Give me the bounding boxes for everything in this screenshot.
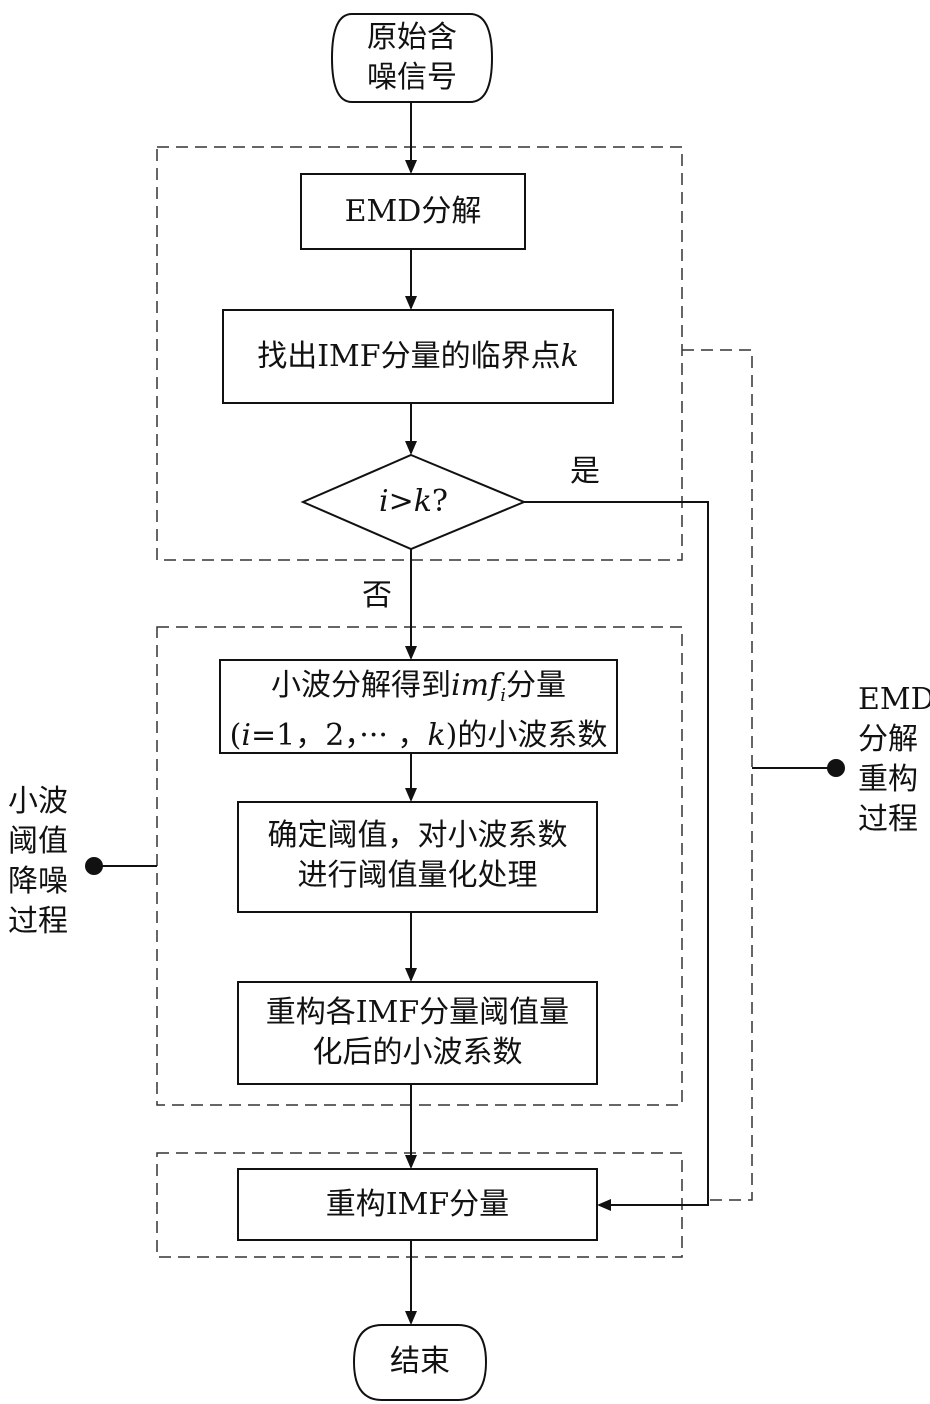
emd-decompose-box bbox=[300, 173, 526, 250]
decision-gt: > bbox=[388, 484, 414, 519]
wavelet-line2-open: ( bbox=[229, 718, 242, 753]
find-critical-box bbox=[222, 309, 614, 404]
start-label: 原始含 噪信号 bbox=[332, 18, 492, 98]
reconstruct-imf-box bbox=[237, 1168, 598, 1241]
start-label-line1: 原始含 bbox=[367, 20, 457, 55]
emd-process-line3: 重构 bbox=[858, 762, 918, 797]
threshold-label: 确定阈值，对小波系数 进行阈值量化处理 bbox=[238, 816, 597, 896]
emd-decompose-text: EMD分解 bbox=[344, 194, 482, 229]
decision-var-k: k bbox=[413, 484, 432, 519]
reconstruct-coef-label: 重构各IMF分量阈值量 化后的小波系数 bbox=[238, 993, 597, 1073]
start-label-line2: 噪信号 bbox=[367, 60, 457, 95]
wavelet-line1-sub: i bbox=[500, 685, 506, 706]
emd-process-line1: EMD bbox=[858, 682, 930, 717]
emd-process-label: EMD 分解 重构 过程 bbox=[858, 680, 930, 840]
arrow-decision-yes bbox=[524, 501, 709, 1211]
wavelet-line2-mid: =1，2，··· ， bbox=[250, 718, 428, 753]
no-text: 否 bbox=[362, 578, 392, 613]
emd-group-box bbox=[156, 146, 683, 561]
start-terminal bbox=[330, 13, 494, 103]
wavelet-process-line4: 过程 bbox=[8, 904, 68, 939]
reconstruct-imf-text: 重构IMF分量 bbox=[325, 1187, 510, 1222]
yes-label: 是 bbox=[560, 452, 610, 492]
wavelet-line1-var: imf bbox=[451, 668, 501, 703]
threshold-line1: 确定阈值，对小波系数 bbox=[267, 818, 568, 853]
wavelet-line2: (i=1，2，··· ，k)的小波系数 bbox=[220, 716, 617, 756]
wavelet-line1: 小波分解得到imfi分量 bbox=[220, 666, 617, 716]
reconstruct-imf-label: 重构IMF分量 bbox=[238, 1185, 597, 1225]
find-critical-text: 找出IMF分量的临界点 bbox=[257, 339, 561, 374]
decision-var-i: i bbox=[378, 484, 389, 519]
reconstruct-coef-line1: 重构各IMF分量阈值量 bbox=[265, 995, 570, 1030]
emd-process-line4: 过程 bbox=[858, 802, 918, 837]
end-label: 结束 bbox=[354, 1342, 486, 1382]
find-critical-label: 找出IMF分量的临界点k bbox=[223, 337, 613, 377]
emd-process-bracket bbox=[682, 349, 753, 1201]
end-terminal bbox=[352, 1324, 488, 1401]
threshold-box bbox=[237, 801, 598, 913]
wavelet-line2-close: )的小波系数 bbox=[445, 718, 608, 753]
decision-q: ? bbox=[431, 484, 449, 519]
wavelet-line2-k: k bbox=[427, 718, 446, 753]
wavelet-process-line1: 小波 bbox=[8, 784, 68, 819]
decision-label: i>k? bbox=[303, 482, 524, 522]
no-label: 否 bbox=[352, 576, 402, 616]
emd-decompose-label: EMD分解 bbox=[301, 192, 525, 232]
reconstruct-coef-line2: 化后的小波系数 bbox=[312, 1035, 523, 1070]
wavelet-process-label: 小波 阈值 降噪 过程 bbox=[8, 782, 68, 942]
wavelet-decompose-box bbox=[219, 659, 618, 754]
yes-text: 是 bbox=[570, 454, 600, 489]
wavelet-line1-suffix: 分量 bbox=[505, 668, 566, 703]
wavelet-process-line3: 降噪 bbox=[8, 864, 68, 899]
wavelet-line2-i: i bbox=[241, 718, 251, 753]
wavelet-line1-prefix: 小波分解得到 bbox=[271, 668, 452, 703]
wavelet-process-line2: 阈值 bbox=[8, 824, 68, 859]
emd-process-dot bbox=[827, 759, 845, 777]
wavelet-process-dot bbox=[85, 857, 103, 875]
end-text: 结束 bbox=[390, 1344, 450, 1379]
wavelet-decompose-label: 小波分解得到imfi分量 (i=1，2，··· ，k)的小波系数 bbox=[220, 666, 617, 756]
find-critical-var: k bbox=[560, 339, 579, 374]
threshold-line2: 进行阈值量化处理 bbox=[297, 858, 538, 893]
reconstruct-coef-box bbox=[237, 981, 598, 1085]
emd-process-line2: 分解 bbox=[858, 722, 918, 757]
